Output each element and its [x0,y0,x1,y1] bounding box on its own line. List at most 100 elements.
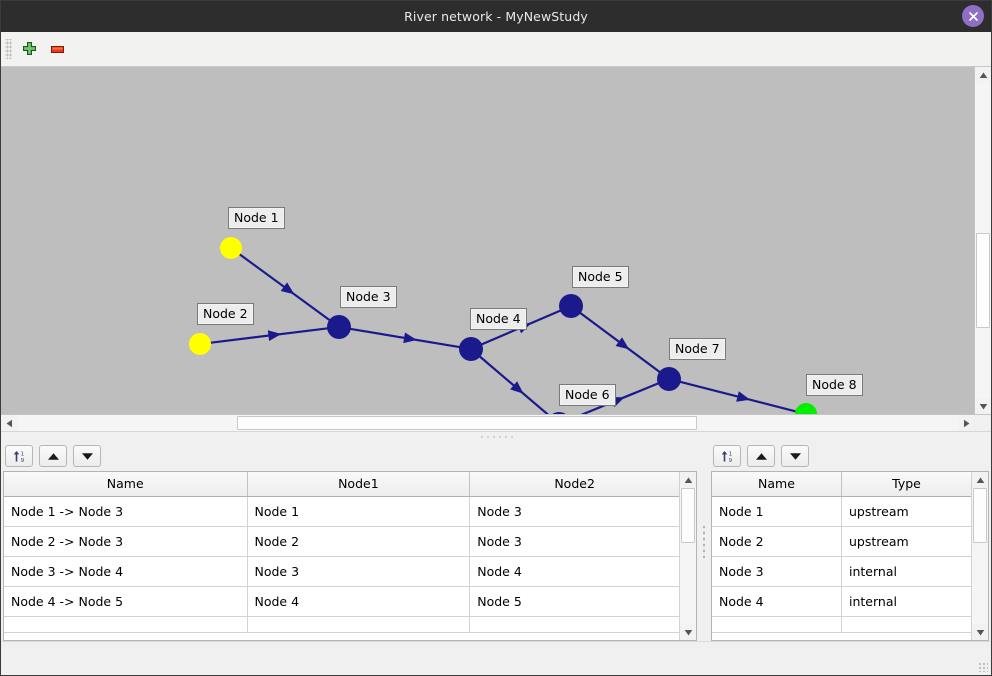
column-header-name[interactable]: Name [712,472,842,497]
canvas-vscroll-thumb[interactable] [976,233,990,328]
graph-node-node-5[interactable] [559,294,583,318]
graph-node-node-8[interactable] [795,403,817,414]
branch-table-scrollbar[interactable] [679,472,696,640]
table-cell[interactable]: Node 4 [469,556,679,587]
node-sort-button[interactable]: 1 9 [713,445,741,467]
node-label-node-7[interactable]: Node 7 [669,338,726,360]
graph-node-node-3[interactable] [327,315,351,339]
node-scroll-up-button[interactable] [972,472,988,488]
column-header-type[interactable]: Type [841,472,971,497]
table-cell[interactable]: Node 3 [712,556,842,587]
canvas-hscroll-track[interactable] [17,415,958,431]
table-cell[interactable]: Node 3 -> Node 4 [4,556,248,587]
graph-node-node-4[interactable] [459,337,483,361]
table-cell[interactable]: Node 2 [247,526,471,557]
delete-branch-button[interactable] [43,36,71,62]
branch-sort-button[interactable]: 1 9 [5,445,33,467]
scroll-left-button[interactable] [1,415,17,431]
branch-table-row-empty[interactable] [4,616,679,633]
table-cell-empty[interactable] [469,616,679,633]
triangle-down-icon [976,629,985,635]
scroll-right-button[interactable] [958,415,974,431]
branch-scroll-thumb[interactable] [681,488,695,543]
horizontal-splitter[interactable] [1,431,991,441]
node-label-node-3[interactable]: Node 3 [340,286,397,308]
graph-node-node-2[interactable] [189,333,211,355]
branch-move-up-button[interactable] [39,445,67,467]
graph-node-node-6[interactable] [547,412,571,414]
close-window-button[interactable] [962,5,984,27]
canvas-vertical-scrollbar[interactable] [974,67,991,414]
node-label-node-4[interactable]: Node 4 [470,308,527,330]
table-cell[interactable]: upstream [841,526,971,557]
triangle-right-icon [963,419,969,427]
node-label-node-8[interactable]: Node 8 [806,374,863,396]
canvas-horizontal-scrollbar[interactable] [1,414,991,431]
table-cell[interactable]: Node 3 [469,496,679,527]
column-header-node1[interactable]: Node1 [247,472,471,497]
sort-ascending-icon: 1 9 [13,450,24,464]
table-cell[interactable]: Node 4 -> Node 5 [4,586,248,617]
node-scroll-track[interactable] [972,488,988,624]
branch-move-down-button[interactable] [73,445,101,467]
branch-scroll-down-button[interactable] [680,624,696,640]
node-label-node-1[interactable]: Node 1 [228,207,285,229]
table-cell[interactable]: internal [841,586,971,617]
table-cell[interactable]: Node 5 [469,586,679,617]
table-cell-empty[interactable] [712,616,842,633]
node-move-up-button[interactable] [747,445,775,467]
graph-node-node-1[interactable] [220,237,242,259]
table-cell[interactable]: Node 1 [712,496,842,527]
add-branch-button[interactable] [15,36,43,62]
branch-scroll-up-button[interactable] [680,472,696,488]
status-bar [1,641,991,675]
node-scroll-thumb[interactable] [973,488,987,543]
table-cell[interactable]: Node 4 [247,586,471,617]
node-table-row-empty[interactable] [712,616,971,633]
node-table-scrollbar[interactable] [971,472,988,640]
node-label-node-5[interactable]: Node 5 [572,266,629,288]
table-cell[interactable]: Node 1 [247,496,471,527]
table-cell[interactable]: Node 3 [247,556,471,587]
vertical-splitter[interactable] [699,441,709,641]
node-scroll-down-button[interactable] [972,624,988,640]
branch-panel: 1 9 [1,441,699,641]
river-network-graph[interactable]: Node 1 Node 2 Node 3 Node 4 Node 5 Node 6 Node… [1,67,974,414]
table-cell[interactable]: Node 2 [712,526,842,557]
table-cell[interactable]: Node 3 [469,526,679,557]
scroll-down-button[interactable] [975,398,991,414]
column-header-node2[interactable]: Node2 [469,472,679,497]
toolbar-drag-grip[interactable] [5,39,12,59]
table-cell-empty[interactable] [247,616,471,633]
scroll-up-button[interactable] [975,67,991,83]
table-cell-empty[interactable] [4,616,248,633]
table-cell[interactable]: internal [841,556,971,587]
table-cell[interactable]: Node 2 -> Node 3 [4,526,248,557]
node-label-node-2[interactable]: Node 2 [197,303,254,325]
window-resize-grip[interactable] [978,662,988,672]
table-cell[interactable]: upstream [841,496,971,527]
table-cell-empty[interactable] [841,616,971,633]
node-label-node-6[interactable]: Node 6 [559,384,616,406]
canvas-vscroll-track[interactable] [975,83,991,398]
column-header-name[interactable]: Name [4,472,248,497]
node-move-down-button[interactable] [781,445,809,467]
branch-scroll-track[interactable] [680,488,696,624]
table-cell[interactable]: Node 1 -> Node 3 [4,496,248,527]
graph-node-node-7[interactable] [657,367,681,391]
edge-arrowhead-icon [736,391,751,402]
canvas-hscroll-thumb[interactable] [237,416,697,430]
table-cell[interactable]: Node 4 [712,586,842,617]
